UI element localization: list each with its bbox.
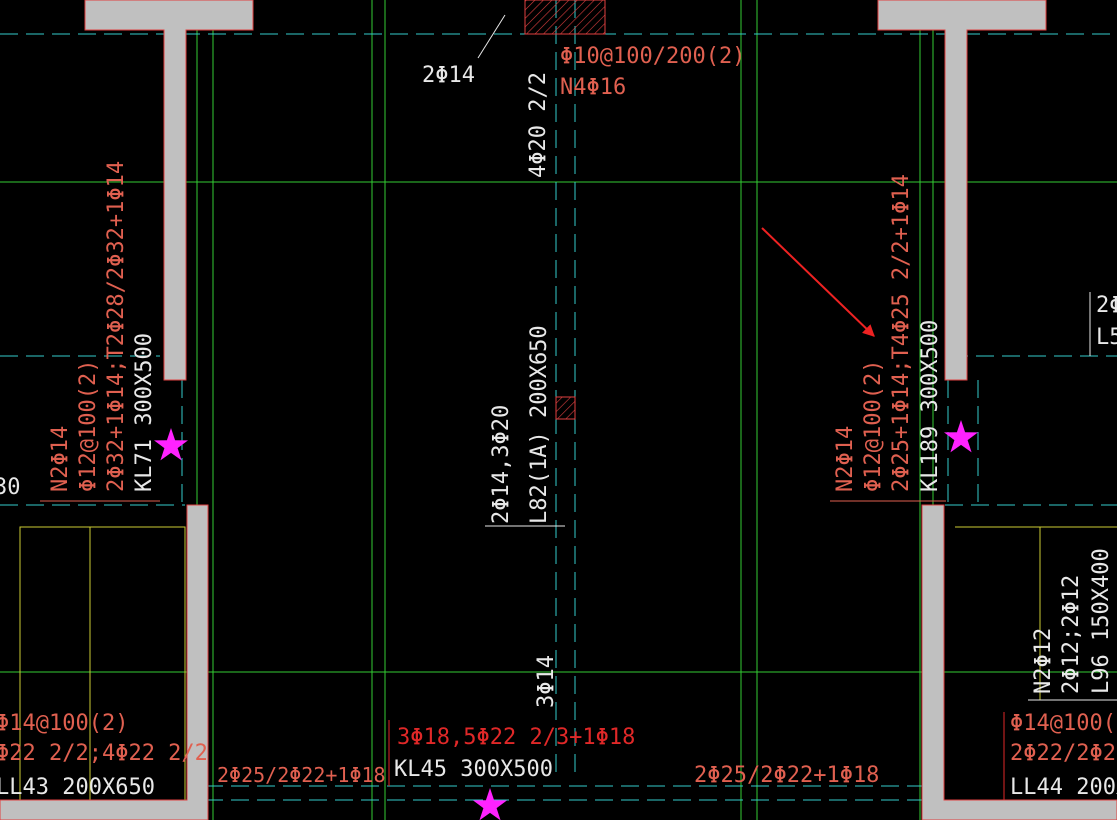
hatched-column-mid — [555, 396, 576, 420]
label-kl189-bars: 2Φ25+1Φ14;T4Φ25 2/2+1Φ14 — [889, 174, 914, 492]
wall-bottom-right — [921, 504, 1117, 820]
label-right-edge-bottom: L5 — [1096, 325, 1117, 350]
dimension-frames-yellow — [19, 526, 1117, 803]
label-top-torsion: N4Φ16 — [560, 75, 626, 100]
label-kl45-top: 3Φ18,5Φ22 2/3+1Φ18 — [397, 725, 635, 750]
label-left-fragment: 30 — [0, 475, 21, 500]
star-marker-right[interactable] — [944, 420, 978, 453]
label-l96-torsion: N2Φ12 — [1031, 628, 1056, 694]
label-kl71-torsion: N2Φ14 — [48, 426, 73, 492]
wall-top-left — [84, 0, 254, 381]
label-top-stirrup: Φ10@100/200(2) — [560, 44, 745, 69]
label-ll44-name: LL44 200X — [1010, 775, 1117, 800]
label-ll43-stirrup: Φ14@100(2) — [0, 711, 128, 736]
wall-top-right — [877, 0, 1047, 381]
label-kl45-name: KL45 300X500 — [394, 757, 553, 782]
label-l96-bars: 2Φ12;2Φ12 — [1059, 575, 1084, 694]
label-l82-name: L82(1A) 200X650 — [527, 325, 552, 524]
label-kl189-name: KL189 300X500 — [918, 320, 943, 492]
label-l96-name: L96 150X400 — [1089, 548, 1114, 694]
label-ll43-bars: Φ22 2/2;4Φ22 2/2 — [0, 741, 208, 766]
label-kl71-bars: 2Φ32+1Φ14;T2Φ28/2Φ32+1Φ14 — [104, 161, 129, 492]
label-kl71-stirrup: Φ12@100(2) — [76, 360, 101, 492]
label-l82-bottom: 2Φ14,3Φ20 — [489, 405, 514, 524]
label-kl71-name: KL71 300X500 — [132, 333, 157, 492]
red-arrow — [761, 227, 875, 337]
label-top-bars: 2Φ14 — [422, 63, 475, 88]
label-ll44-stirrup: Φ14@100(2 — [1010, 711, 1117, 736]
label-kl45-right: 2Φ25/2Φ22+1Φ18 — [694, 763, 879, 788]
label-ll43-name: LL43 200X650 — [0, 775, 155, 800]
star-marker-bottom[interactable] — [473, 788, 507, 820]
label-right-edge-top: 2Φ — [1096, 293, 1117, 318]
star-marker-left[interactable] — [154, 428, 188, 461]
label-kl189-stirrup: Φ12@100(2) — [861, 360, 886, 492]
label-ll44-bars: 2Φ22/2Φ2 — [1010, 741, 1116, 766]
label-l82-lower: 3Φ14 — [534, 655, 559, 708]
wall-bottom-left — [0, 504, 209, 820]
hatched-column-top — [524, 0, 606, 35]
label-kl189-torsion: N2Φ14 — [833, 426, 858, 492]
leader-line-top — [477, 14, 506, 59]
label-kl45-left: 2Φ25/2Φ22+1Φ18 — [217, 763, 386, 787]
label-l82-top-rebar: 4Φ20 2/2 — [526, 72, 551, 178]
